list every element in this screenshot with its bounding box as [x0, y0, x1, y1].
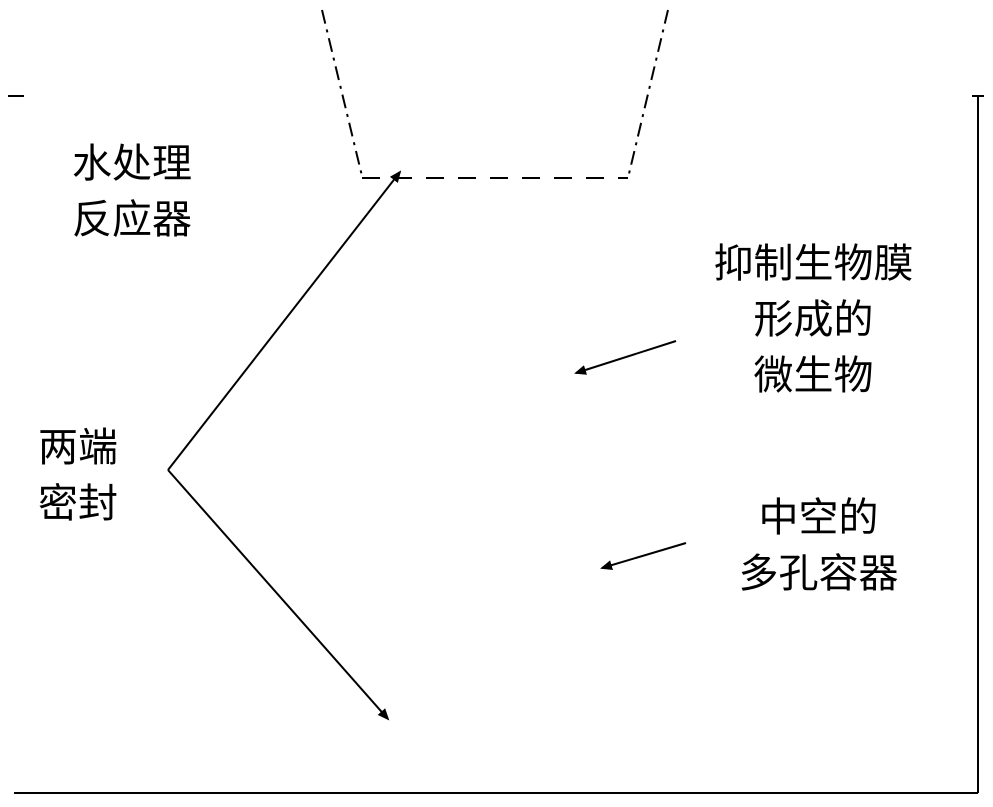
hollow-porous-vessel-label: 中空的 多孔容器 [716, 490, 921, 602]
vessel-label-line-2: 多孔容器 [738, 551, 899, 597]
reactor-label-line-2: 反应器 [72, 197, 192, 243]
vessel-label-line-1: 中空的 [758, 495, 879, 541]
microbe-label-line-3: 微生物 [753, 353, 874, 399]
microbe-label-line-1: 抑制生物膜 [713, 241, 914, 287]
reactor-label-line-1: 水处理 [72, 141, 192, 187]
sealed-label-line-2: 密封 [38, 481, 118, 527]
sealed-arrow-top [167, 170, 402, 471]
microbe-label-line-2: 形成的 [753, 297, 874, 343]
reactor-outline [8, 95, 984, 794]
sealed-arrow-bottom [167, 469, 390, 721]
funnel-right-edge [627, 9, 669, 179]
vessel-arrow [600, 542, 687, 570]
sealed-label-line-1: 两端 [38, 425, 118, 471]
dashed-funnel [321, 9, 669, 179]
sealed-ends-label: 两端 密封 [38, 420, 118, 532]
water-treatment-reactor-label: 水处理 反应器 [72, 136, 192, 248]
sealed-ends-pointer [167, 170, 402, 721]
funnel-left-edge [321, 9, 363, 177]
microbe-arrow [574, 340, 677, 375]
biofilm-inhibiting-microbe-label: 抑制生物膜 形成的 微生物 [686, 236, 941, 404]
